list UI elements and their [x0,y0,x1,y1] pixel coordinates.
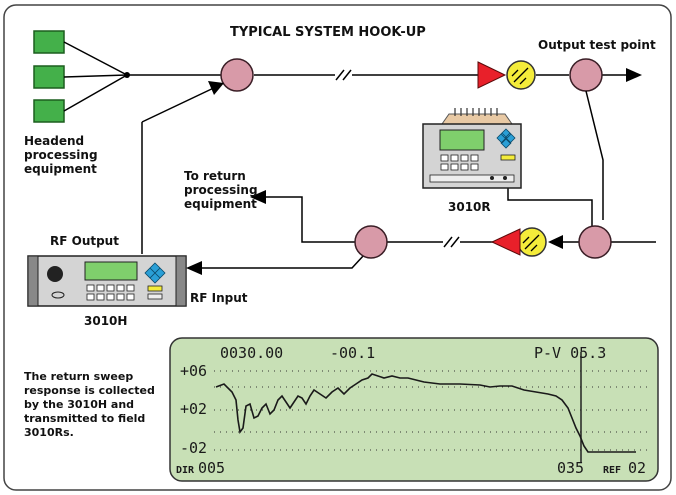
line-break-icon [335,69,352,81]
headend-box-1 [33,30,65,54]
pv-readout: P-V 05.3 [534,344,606,362]
return-equalizer-symbol [522,234,540,252]
output-test-point-label: Output test point [538,38,656,52]
y-tick-top: +06 [180,362,207,380]
3010r-label: 3010R [448,200,491,214]
return-test-point-splitter [578,225,612,259]
caption-line-5: 3010Rs. [24,426,74,439]
sweep-trace [215,373,636,453]
rf-input-label: RF Input [190,291,248,305]
sweep-screen: 0030.00 -00.1 P-V 05.3 +06 +02 -02 DIR 0… [169,337,659,482]
y-tick-bot: -02 [180,439,207,457]
rf-output-arrow [208,81,224,95]
forward-output-arrow [626,68,642,82]
diagram-title: TYPICAL SYSTEM HOOK-UP [230,25,426,40]
to-return-arrow [250,190,266,204]
3010h-label: 3010H [84,314,127,328]
3010h-device [27,255,187,307]
frequency-readout: 0030.00 [220,344,283,362]
triangle-amplifier-icon [477,61,507,89]
return-splitter-icon [354,225,388,259]
to-return-label-3: equipment [184,197,257,211]
level-readout: -00.1 [330,344,375,362]
caption-line-3: by the 3010H and [24,398,134,411]
dir-value: 005 [198,459,225,477]
rf-input-arrow [186,261,202,275]
headend-label-2: processing [24,148,98,162]
3010r-device [422,108,522,189]
return-arrow [548,235,563,249]
caption-line-2: response is collected [24,384,155,397]
ref-value: 02 [628,459,646,477]
rf-output-line-2 [141,84,221,123]
return-line-break-icon [443,236,460,248]
dir-label: DIR [176,465,195,476]
return-amplifier-icon [490,228,521,256]
y-tick-mid: +02 [180,400,207,418]
to-return-label-1: To return [184,169,246,183]
3010r-cable [507,178,593,228]
test-point-drop [585,90,604,220]
headend-box-3 [33,99,65,123]
caption-line-4: transmitted to field [24,412,145,425]
marker-value: 035 [557,459,584,477]
splitter-coupler-icon [220,58,254,92]
rf-output-label: RF Output [50,234,119,248]
headend-combiner-lines [63,41,128,112]
to-return-label-2: processing [184,183,258,197]
headend-label-3: equipment [24,162,97,176]
output-test-point-splitter [569,58,603,92]
equalizer-symbol [511,67,529,85]
ref-label: REF [603,465,621,476]
headend-label-1: Headend [24,134,84,148]
caption-line-1: The return sweep [24,370,133,383]
screen-gridlines [214,370,650,451]
headend-box-2 [33,65,65,89]
